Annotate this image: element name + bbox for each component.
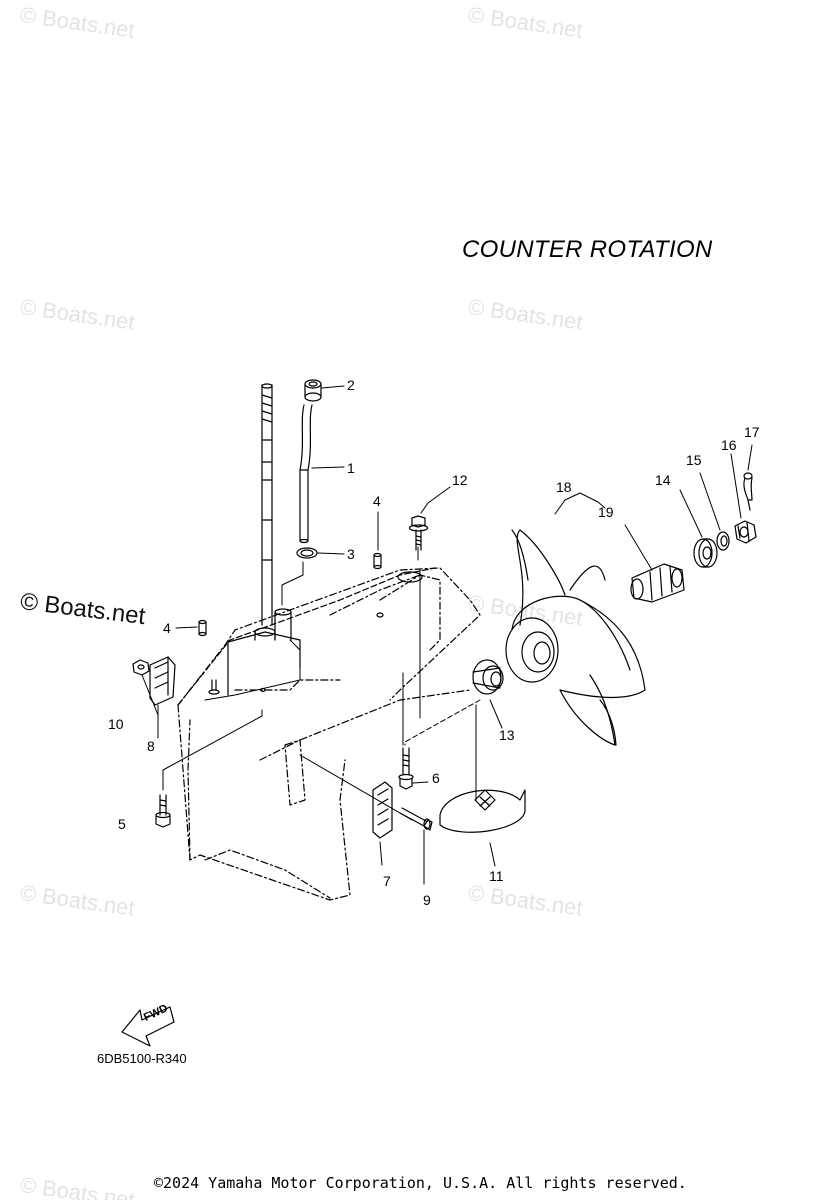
- dowel-pin: [198, 619, 207, 637]
- leader-lines: [141, 385, 753, 885]
- anode: [372, 781, 393, 839]
- callout-4: 4: [163, 620, 171, 636]
- anode-bolt: [399, 807, 433, 831]
- callout-13: 13: [499, 727, 515, 743]
- grommet: [304, 379, 322, 402]
- callout-16: 16: [721, 437, 737, 453]
- trim-tab: [439, 789, 526, 833]
- callout-14: 14: [655, 472, 671, 488]
- thrust-washer: [693, 538, 718, 568]
- propeller-nut: [734, 520, 757, 544]
- callout-12: 12: [452, 472, 468, 488]
- housing-top-plate: [177, 567, 436, 706]
- callout-5: 5: [118, 816, 126, 832]
- fwd-arrow-icon: [121, 1006, 175, 1047]
- callout-3: 3: [347, 546, 355, 562]
- rotation-heading: COUNTER ROTATION: [462, 236, 713, 263]
- thrust-spacer: [472, 659, 504, 695]
- cotter-pin: [743, 472, 753, 511]
- flange-bolt: [408, 515, 429, 551]
- trim-anode: [149, 656, 176, 706]
- stud: [208, 679, 220, 695]
- callout-15: 15: [686, 452, 702, 468]
- lower-case-housing: [177, 567, 481, 901]
- callout-17: 17: [744, 424, 760, 440]
- spline-hub: [630, 563, 685, 603]
- callout-2: 2: [347, 377, 355, 393]
- diagram-reference-code: 6DB5100-R340: [97, 1051, 187, 1066]
- callout-4: 4: [373, 493, 381, 509]
- water-tube: [299, 404, 313, 544]
- callout-8: 8: [147, 738, 155, 754]
- callout-9: 9: [423, 892, 431, 908]
- callout-7: 7: [383, 873, 391, 889]
- drive-shaft: [261, 383, 273, 626]
- callout-6: 6: [432, 770, 440, 786]
- callout-18: 18: [556, 479, 572, 495]
- propeller: [505, 529, 646, 746]
- callout-10: 10: [108, 716, 124, 732]
- copyright-notice: ©2024 Yamaha Motor Corporation, U.S.A. A…: [154, 1174, 687, 1192]
- dowel-pin: [373, 552, 382, 570]
- bolt: [155, 794, 171, 828]
- callout-11: 11: [489, 868, 504, 884]
- callout-19: 19: [598, 504, 614, 520]
- callout-1: 1: [347, 460, 355, 476]
- washer: [716, 531, 730, 551]
- seal-ring: [296, 547, 318, 559]
- bolt-lower: [398, 747, 414, 790]
- nut: [132, 659, 150, 676]
